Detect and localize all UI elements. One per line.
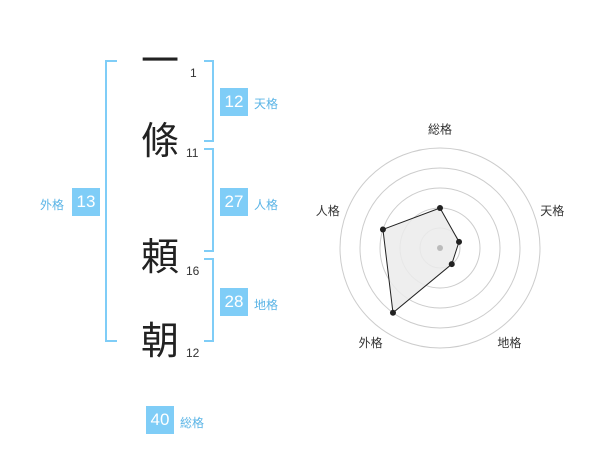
tenkaku-value: 12 [220, 88, 248, 116]
stroke-count-1: 1 [190, 66, 197, 80]
jinkaku-bracket [204, 148, 214, 252]
stroke-count-3: 16 [186, 264, 200, 278]
chikaku-bracket [204, 258, 214, 342]
radar-point-3 [448, 261, 455, 268]
radar-grid-ring [339, 147, 541, 349]
name-char-1: 一 [140, 39, 179, 83]
radar-axis-label: 外格 [359, 335, 383, 350]
radar-axis-label: 地格 [497, 335, 521, 350]
name-char-3: 頼 [140, 235, 179, 279]
radar-grid-ring [379, 187, 501, 309]
radar-axis-label: 総格 [428, 122, 452, 137]
soukaku-label: 総格 [180, 416, 205, 430]
chikaku-value: 28 [220, 288, 248, 316]
radar-point-1 [437, 205, 443, 211]
name-char-2: 條 [140, 119, 179, 163]
radar-point-2 [456, 238, 463, 245]
soukaku-value: 40 [146, 406, 174, 434]
stroke-count-4: 12 [186, 346, 200, 360]
radar-grid-ring [359, 167, 521, 329]
jinkaku-value: 27 [220, 188, 248, 216]
radar-center-dot [437, 245, 443, 251]
gaikaku-label: 外格 [40, 198, 65, 212]
radar-axis-label: 天格 [540, 203, 564, 218]
chikaku-label: 地格 [254, 298, 279, 312]
tenkaku-bracket [204, 60, 214, 142]
gaikaku-value: 13 [72, 188, 100, 216]
gaikaku-bracket [105, 60, 117, 342]
radar-point-5 [379, 226, 386, 233]
radar-area [382, 207, 460, 314]
stroke-count-2: 11 [186, 146, 199, 160]
radar-point-4 [389, 309, 396, 316]
tenkaku-label: 天格 [254, 97, 279, 111]
radar-axis-label: 人格 [316, 203, 340, 218]
name-char-4: 朝 [140, 319, 179, 363]
jinkaku-label: 人格 [254, 198, 279, 212]
